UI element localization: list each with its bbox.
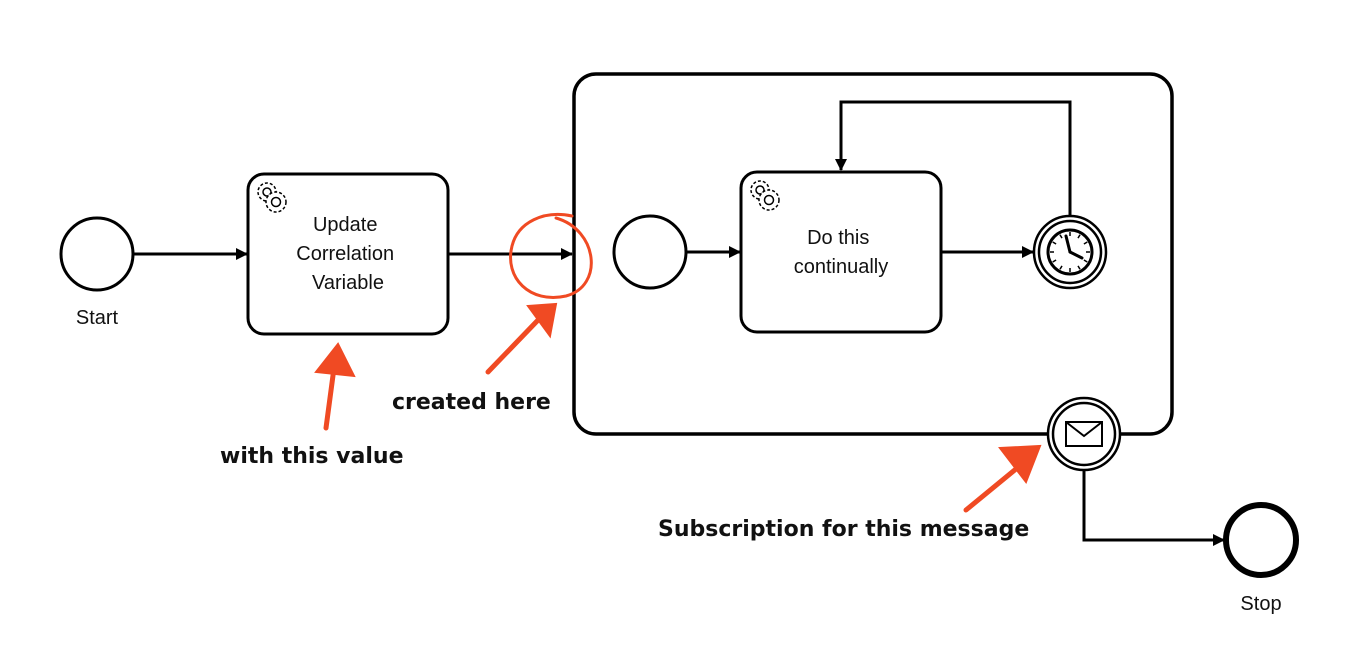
- svg-text:Do this continually: Do this continually: [794, 227, 889, 278]
- sequence-flow-timer-loop[interactable]: [835, 100, 1072, 216]
- annotation-arrow-value: [314, 342, 356, 431]
- annotation-circle: [509, 213, 593, 299]
- sequence-flow-message-to-stop[interactable]: [1082, 470, 1225, 546]
- annotation-arrow-created: [485, 302, 558, 375]
- service-task-gear-icon: [257, 182, 287, 213]
- task-update-line1: Update: [313, 214, 378, 236]
- start-event-label: Start: [76, 307, 119, 329]
- task-continual-line2: continually: [794, 256, 889, 278]
- message-boundary-event[interactable]: [1046, 396, 1122, 472]
- envelope-icon: [1065, 421, 1103, 447]
- annotation-created-text: created here: [392, 390, 551, 415]
- annotation-arrow-subscription: [963, 444, 1042, 513]
- task-update-line2: Correlation: [296, 243, 394, 265]
- clock-icon: [1046, 228, 1094, 276]
- start-event[interactable]: [59, 216, 135, 292]
- end-event[interactable]: [1223, 502, 1299, 578]
- task-update-correlation-variable[interactable]: Update Correlation Variable: [246, 172, 450, 336]
- annotation-value-text: with this value: [220, 444, 404, 469]
- annotation-subscription-text: Subscription for this message: [658, 517, 1029, 542]
- end-event-label: Stop: [1240, 593, 1281, 615]
- service-task-gear-icon: [750, 180, 780, 211]
- task-continual-line1: Do this: [807, 227, 869, 249]
- task-do-this-continually[interactable]: Do this continually: [739, 170, 943, 334]
- svg-text:Update Correlation: Update Correlation Variable: [296, 214, 399, 294]
- timer-event[interactable]: [1032, 214, 1108, 290]
- event-subprocess[interactable]: [572, 72, 1174, 436]
- subprocess-start-event[interactable]: [612, 214, 688, 290]
- task-update-line3: Variable: [312, 272, 384, 294]
